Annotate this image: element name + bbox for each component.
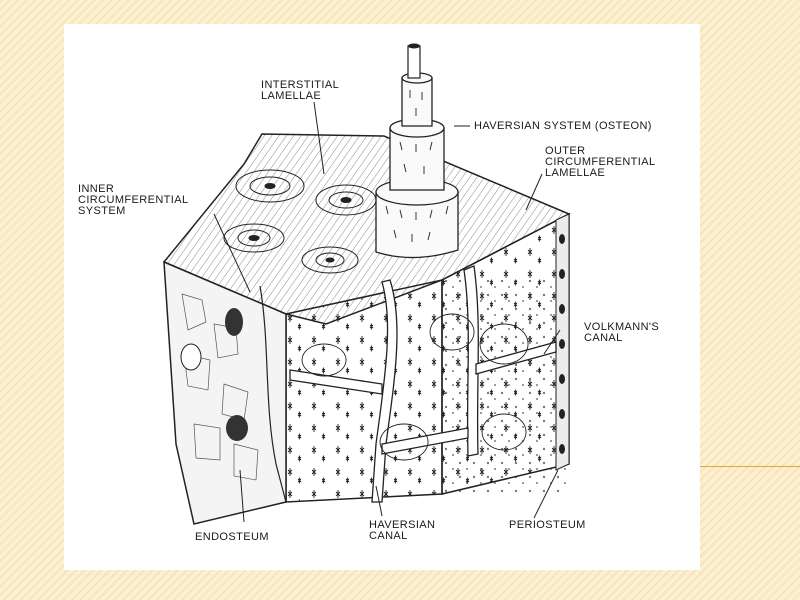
endosteum-label: ENDOSTEUM [195,532,269,543]
interstitial-lamellae-label: INTERSTITIAL LAMELLAE [261,80,339,102]
haversian-system-label: HAVERSIAN SYSTEM (OSTEON) [474,121,652,132]
bone-block [164,134,569,524]
periosteum-label: PERIOSTEUM [509,520,586,531]
outer-circumferential-label: OUTER CIRCUMFERENTIAL LAMELLAE [545,146,656,179]
inner-circumferential-label: INNER CIRCUMFERENTIAL SYSTEM [78,184,189,217]
bone-structure-figure: INTERSTITIAL LAMELLAE HAVERSIAN SYSTEM (… [64,24,700,570]
compact-bone-diagram [64,24,700,570]
volkmanns-canal-label: VOLKMANN'S CANAL [584,322,659,344]
haversian-canal-label: HAVERSIAN CANAL [369,520,435,542]
accent-divider-line [700,466,800,467]
